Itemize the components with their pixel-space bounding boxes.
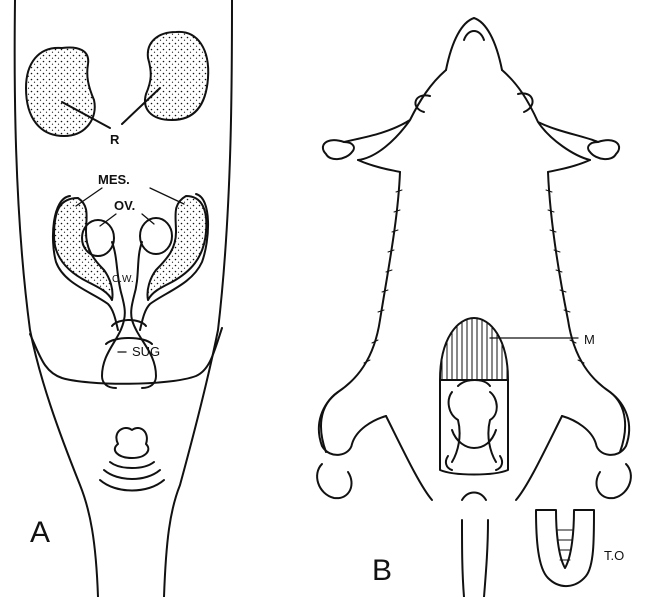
papilla — [115, 428, 148, 458]
opossum-body-outline — [321, 70, 625, 452]
hindleg-left — [319, 392, 386, 455]
snout-tip — [464, 31, 484, 40]
pouch-young — [449, 380, 497, 462]
mesovarium-left — [54, 198, 113, 300]
snout — [446, 18, 502, 70]
mes-leader-left — [76, 188, 102, 206]
shoulder-right — [548, 160, 590, 172]
lower-body-left — [386, 416, 432, 500]
ovary-right — [140, 218, 172, 254]
cloacal-arc — [462, 493, 486, 501]
panel-b-letter: B — [372, 554, 392, 587]
tail — [462, 520, 488, 597]
lower-body-right — [516, 416, 562, 500]
papilla-fold-2 — [104, 470, 160, 479]
kidney-right — [145, 32, 208, 120]
papilla-fold-3 — [100, 480, 164, 491]
panel-b-drawing: M T.O B — [317, 18, 631, 597]
label-cw: C.W. — [112, 274, 134, 285]
kidney-left — [26, 48, 95, 136]
panel-a-drawing: R MES. OV. C.W. SUG A — [15, 0, 232, 597]
pouch-marsupium — [440, 318, 508, 380]
forepaw-right — [588, 140, 619, 159]
label-to: T.O — [604, 548, 624, 563]
hindleg-right — [562, 392, 629, 455]
label-mes: MES. — [98, 172, 130, 187]
forepaw-left — [323, 140, 354, 159]
shoulder-left — [358, 160, 400, 172]
pouch-outline — [30, 328, 222, 384]
label-r: R — [110, 132, 120, 147]
ear-right — [518, 93, 533, 112]
mes-leader-right — [150, 188, 184, 204]
label-m: M — [584, 332, 595, 347]
label-ov: OV. — [114, 198, 135, 213]
label-sug: SUG — [132, 344, 160, 359]
mesovarium-right — [147, 196, 206, 300]
panel-a-letter: A — [30, 516, 50, 549]
hindfoot-left — [317, 464, 351, 498]
hindfoot-right — [596, 464, 630, 498]
teat-outline — [536, 510, 594, 586]
papilla-fold-1 — [110, 462, 154, 468]
